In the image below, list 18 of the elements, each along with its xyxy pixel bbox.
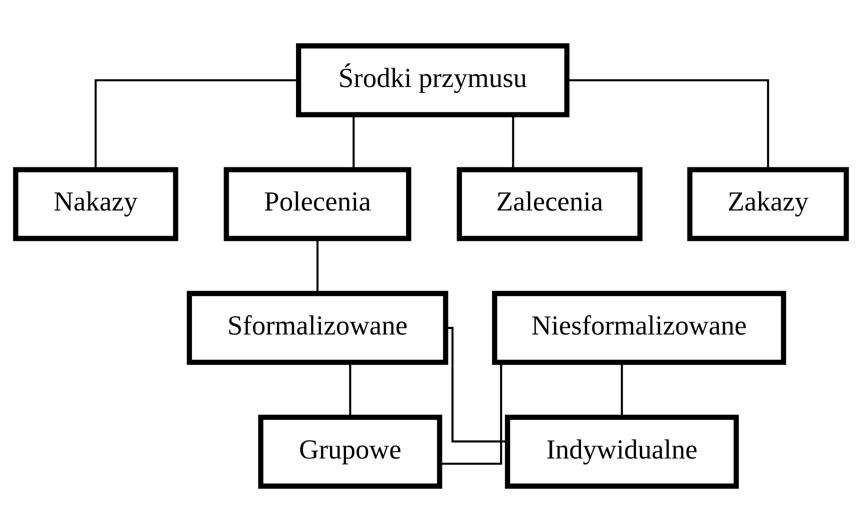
connector — [620, 362, 623, 416]
node-box: Grupowe — [258, 414, 442, 488]
connector — [352, 114, 355, 169]
node-box: Indywidualne — [504, 414, 739, 488]
node-box: Sformalizowane — [186, 290, 448, 364]
node-box: Zalecenia — [456, 166, 643, 241]
connector — [512, 114, 514, 169]
connector — [94, 78, 299, 170]
node-box: Zakazy — [687, 166, 849, 241]
connector — [349, 362, 352, 416]
node-box: Nakazy — [13, 166, 178, 241]
node-box: Polecenia — [224, 166, 412, 241]
node-box: Środki przymusu — [296, 42, 570, 117]
connector — [567, 78, 770, 170]
node-box: Niesformalizowane — [492, 290, 786, 364]
connector — [316, 238, 319, 293]
connector — [446, 326, 508, 442]
connector — [440, 362, 502, 464]
